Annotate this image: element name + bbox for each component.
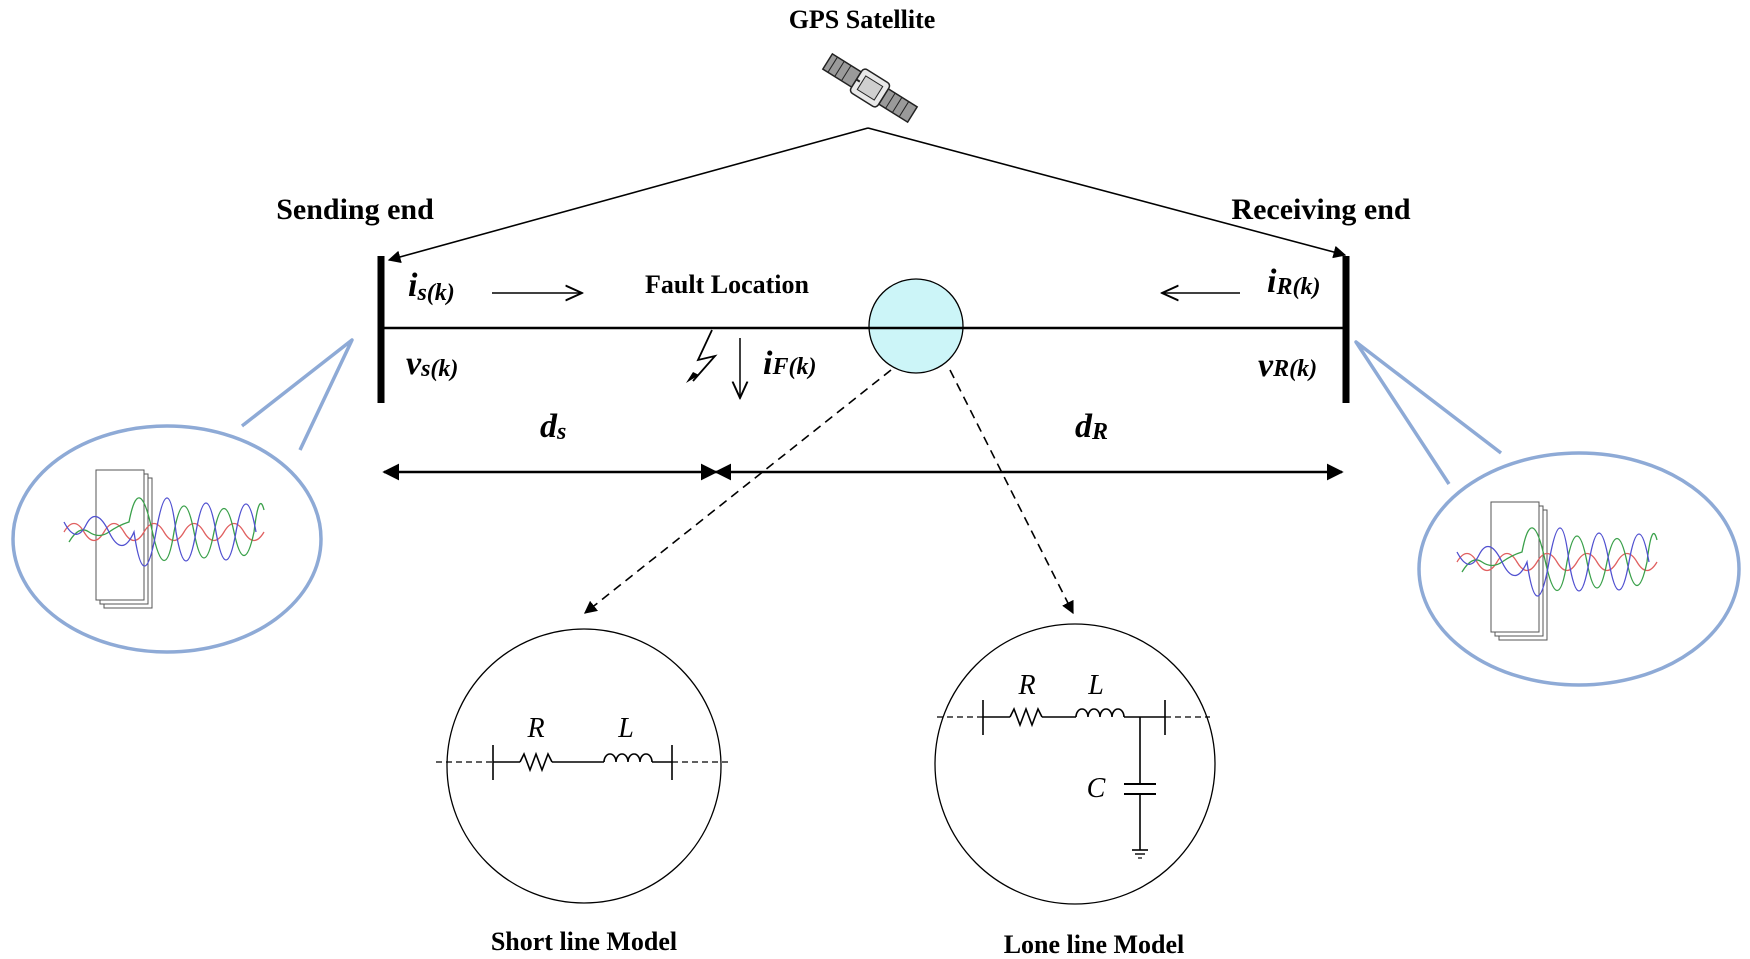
fault-zone-circle	[868, 278, 964, 374]
distance-receiving-label: dR	[1075, 408, 1108, 445]
fault-location-label: Fault Location	[645, 270, 809, 299]
short-line-model-label: Short line Model	[491, 927, 677, 956]
sending-end-label: Sending end	[276, 193, 434, 226]
inductor-icon	[1075, 708, 1125, 718]
resistor-icon	[1009, 706, 1043, 728]
long-capacitor-label: C	[1087, 773, 1106, 804]
sending-waveform	[63, 469, 265, 609]
receiving-waveform	[1456, 501, 1658, 641]
link-short-model	[583, 369, 892, 614]
fault-current-label: iF(k)	[763, 345, 816, 382]
ground-icon	[1132, 849, 1148, 859]
short-resistor-label: R	[526, 713, 544, 744]
sending-voltage-label: vs(k)	[406, 345, 458, 382]
long-resistor-label: R	[1017, 670, 1035, 701]
short-line-model: R L	[436, 628, 728, 904]
sending-current-label: is(k)	[408, 267, 455, 306]
satellite-icon	[821, 52, 919, 124]
inductor-icon	[603, 753, 653, 763]
long-inductor-label: L	[1087, 670, 1104, 701]
short-inductor-label: L	[617, 713, 634, 744]
satellite-label: GPS Satellite	[789, 5, 936, 34]
receiving-end-label: Receiving end	[1231, 193, 1410, 226]
sending-waveform-callout	[11, 338, 354, 654]
gps-link-receiving	[867, 127, 1347, 259]
lightning-fault-icon	[686, 329, 718, 383]
gps-link-sending	[387, 127, 869, 264]
receiving-current-label: iR(k)	[1267, 263, 1320, 300]
link-long-model	[949, 369, 1074, 615]
distance-sending-label: ds	[540, 408, 566, 445]
long-line-model-label: Lone line Model	[1004, 930, 1185, 959]
resistor-icon	[519, 751, 553, 773]
receiving-voltage-label: vR(k)	[1258, 347, 1317, 384]
receiving-waveform-callout	[1354, 340, 1741, 687]
long-line-model: R L C	[934, 623, 1216, 905]
